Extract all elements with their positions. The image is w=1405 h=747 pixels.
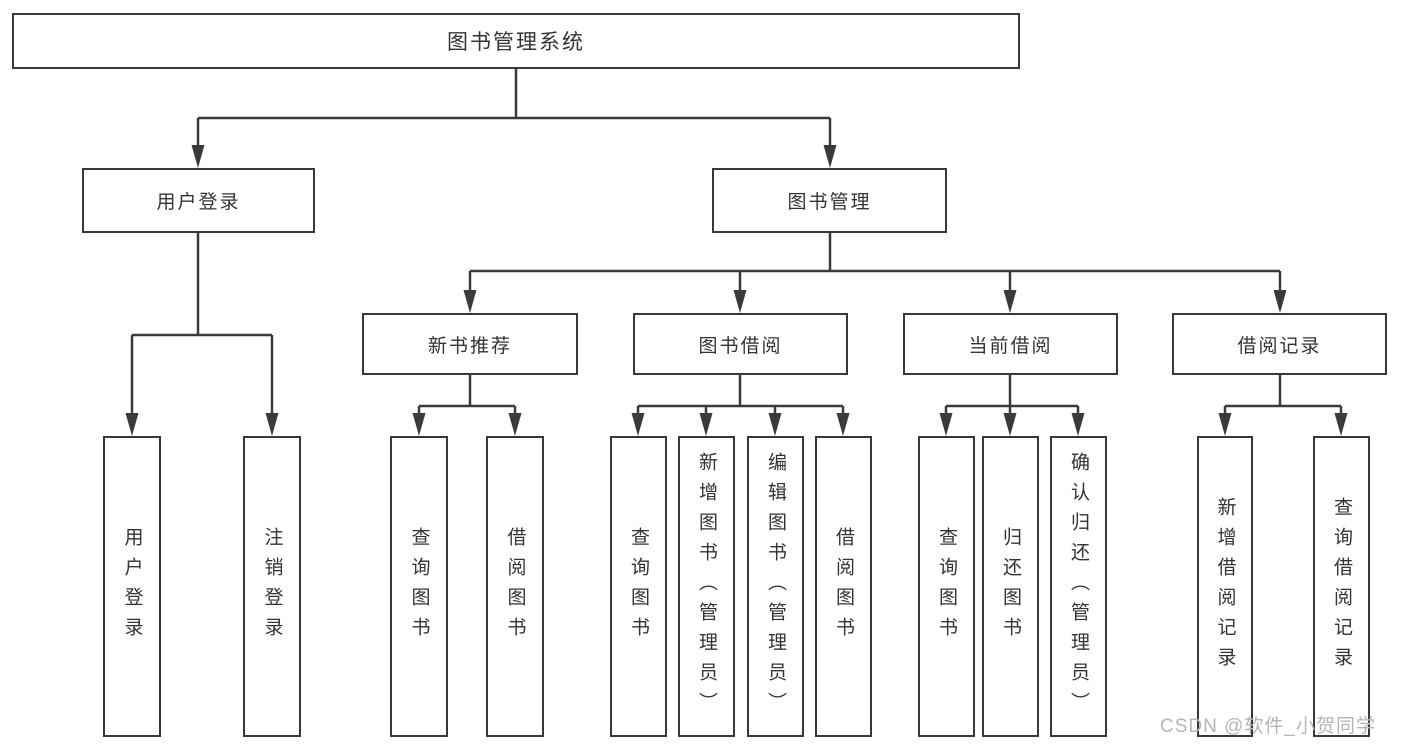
leaf-query-books-recommend: 查询图书 (390, 436, 448, 737)
arrowhead-icon (1071, 413, 1085, 436)
arrowhead-icon (1273, 290, 1287, 313)
node-label: 查询图书 (408, 526, 430, 647)
node-label: 图书管理 (787, 192, 872, 213)
leaf-user-login: 用户登录 (103, 436, 161, 737)
arrowhead-icon (733, 290, 747, 313)
csdn-watermark: CSDN @软件_小贺同学 (1160, 716, 1376, 737)
node-label: 新增图书（管理员） (696, 451, 717, 722)
node-label: 图书借阅 (698, 335, 783, 357)
arrowhead-icon (508, 413, 522, 436)
arrowhead-icon (463, 290, 477, 313)
node-label: 新书推荐 (427, 335, 512, 357)
leaf-borrow-books: 借阅图书 (815, 436, 872, 737)
leaf-query-borrowing-records: 查询借阅记录 (1313, 436, 1370, 737)
node-label: 借阅记录 (1237, 335, 1322, 357)
arrowhead-icon (699, 413, 713, 436)
node-label: 用户登录 (121, 526, 143, 647)
node-label: 查询借阅记录 (1331, 496, 1352, 677)
node-label: 确认归还（管理员） (1068, 451, 1089, 722)
arrowhead-icon (836, 413, 850, 436)
arrowhead-icon (191, 145, 205, 168)
arrowhead-icon (768, 413, 782, 436)
leaf-confirm-return-admin: 确认归还（管理员） (1050, 436, 1107, 737)
arrowhead-icon (412, 413, 426, 436)
node-label: 图书管理系统 (447, 31, 585, 54)
arrowhead-icon (939, 413, 953, 436)
arrowhead-icon (1218, 413, 1232, 436)
node-label: 注销登录 (261, 526, 283, 647)
node-label: 查询图书 (628, 526, 649, 647)
node-user-login: 用户登录 (82, 168, 315, 233)
arrowhead-icon (631, 413, 645, 436)
leaf-add-books-admin: 新增图书（管理员） (678, 436, 735, 737)
leaf-logout: 注销登录 (243, 436, 301, 737)
node-label: 编辑图书（管理员） (765, 451, 786, 722)
leaf-query-books-current: 查询图书 (918, 436, 975, 737)
node-label: 查询图书 (936, 526, 957, 647)
node-current-borrowing: 当前借阅 (903, 313, 1118, 375)
node-label: 借阅图书 (504, 526, 526, 647)
arrowhead-icon (1003, 290, 1017, 313)
arrowhead-icon (265, 413, 279, 436)
leaf-return-books: 归还图书 (982, 436, 1039, 737)
node-borrowing-records: 借阅记录 (1172, 313, 1387, 375)
node-new-book-recommendation: 新书推荐 (362, 313, 578, 375)
leaf-borrow-books-recommend: 借阅图书 (486, 436, 544, 737)
node-label: 归还图书 (1000, 526, 1021, 647)
arrowhead-icon (823, 145, 837, 168)
arrowhead-icon (1003, 413, 1017, 436)
leaf-add-borrowing-record: 新增借阅记录 (1197, 436, 1253, 737)
node-book-borrowing: 图书借阅 (633, 313, 848, 375)
leaf-query-books-borrowing: 查询图书 (610, 436, 667, 737)
node-book-management: 图书管理 (712, 168, 947, 233)
node-label: 新增借阅记录 (1214, 496, 1236, 677)
node-label: 当前借阅 (968, 335, 1053, 357)
node-label: 用户登录 (156, 192, 241, 213)
node-library-management-system: 图书管理系统 (12, 13, 1020, 69)
leaf-edit-books-admin: 编辑图书（管理员） (747, 436, 804, 737)
node-label: 借阅图书 (833, 526, 854, 647)
arrowhead-icon (1334, 413, 1348, 436)
arrowhead-icon (125, 413, 139, 436)
